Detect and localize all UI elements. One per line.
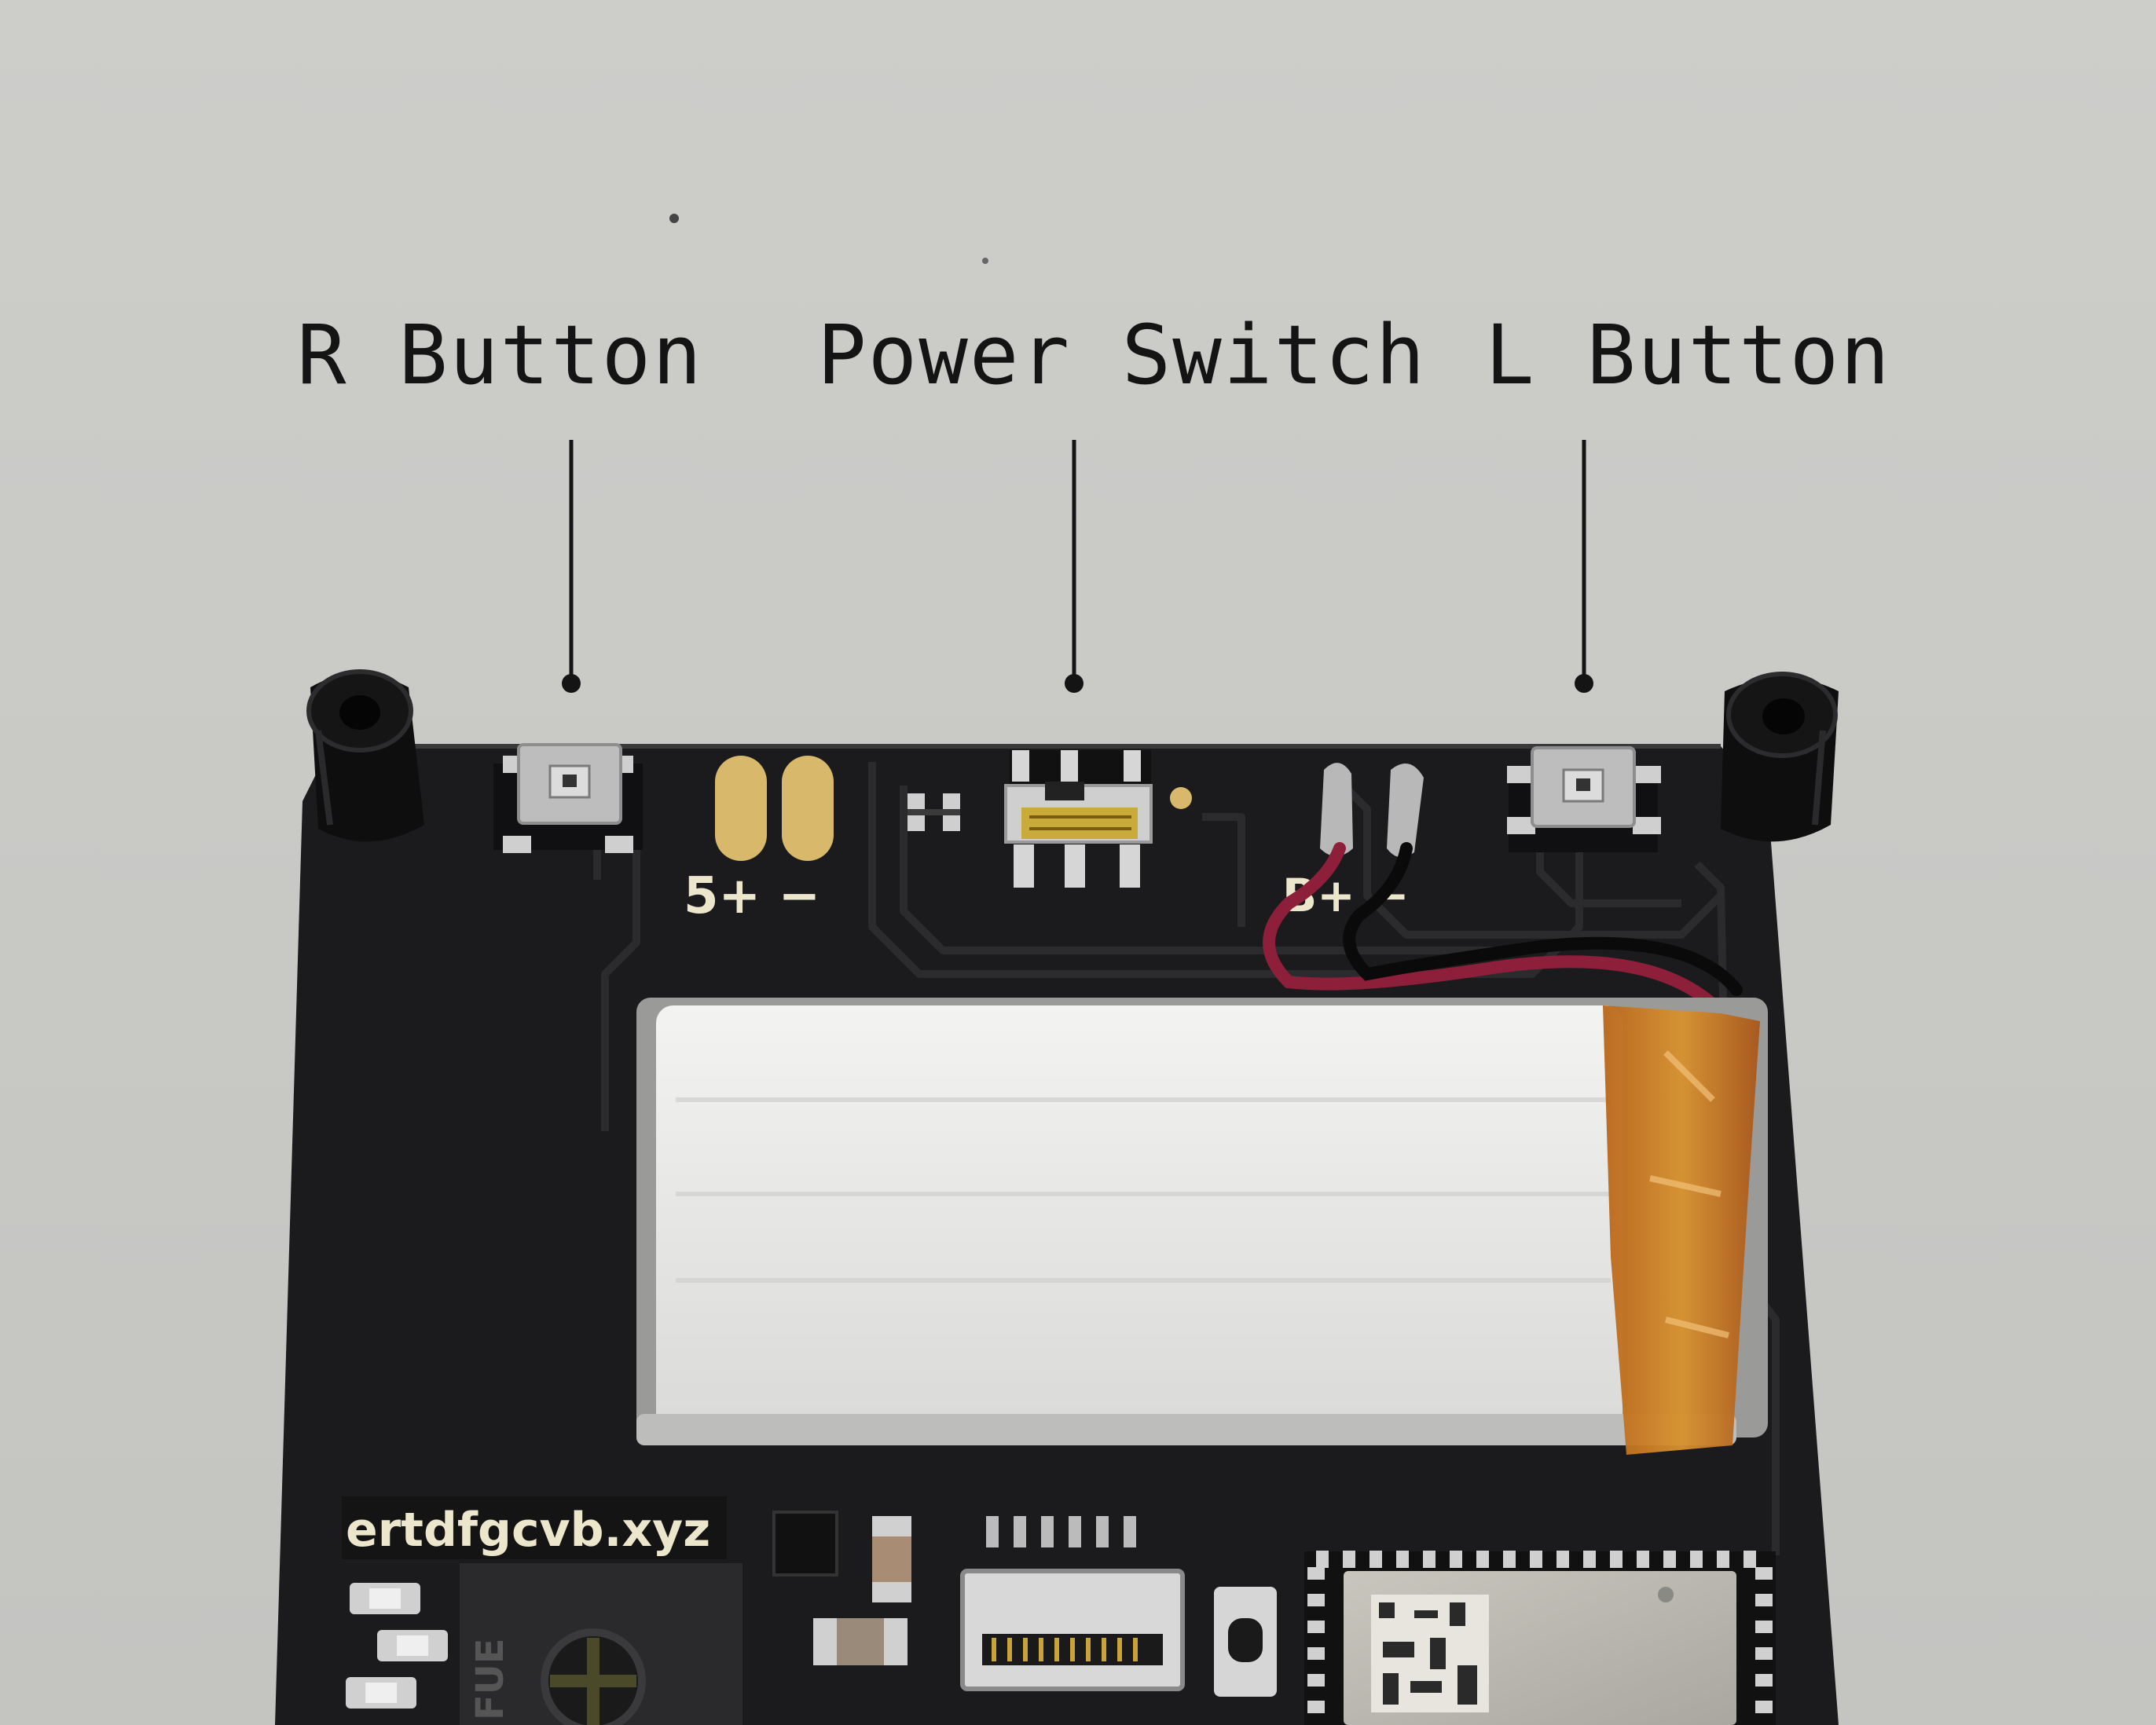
battery-solder-pads — [1320, 763, 1424, 858]
smd-capacitors — [813, 1516, 1136, 1665]
red-wire — [1263, 842, 1747, 1059]
callout-dot-power — [1065, 674, 1084, 693]
wifi-module — [1304, 1551, 1776, 1725]
reset-button — [1214, 1587, 1277, 1697]
flex-connector — [960, 1569, 1185, 1691]
standoff-right — [1721, 672, 1839, 842]
kapton-tape — [1603, 1005, 1760, 1455]
power-pads — [715, 756, 834, 861]
brand-label-box — [342, 1496, 727, 1559]
power-switch — [1004, 750, 1153, 888]
small-chip — [772, 1511, 838, 1577]
power-pads-label: 5+ − — [684, 867, 820, 925]
lipo-battery — [636, 998, 1768, 1455]
callout-dots — [562, 674, 1593, 693]
callout-dot-r — [562, 674, 581, 693]
callout-lines — [569, 440, 1586, 682]
dust-speck — [669, 214, 679, 223]
standoff-left — [306, 669, 424, 842]
l-button — [1507, 746, 1661, 852]
buzzer-text: FUE — [468, 1638, 512, 1720]
r-button-label: R Button — [297, 307, 703, 403]
brand-label: ertdfgcvb.xyz — [346, 1503, 710, 1558]
callout-dot-l — [1575, 674, 1593, 693]
black-wire — [1343, 842, 1743, 996]
fiducial-dot — [1170, 787, 1192, 809]
r-button — [493, 743, 643, 853]
power-switch-label: Power Switch — [817, 307, 1427, 403]
smd-resistors — [908, 793, 960, 831]
l-button-label: L Button — [1485, 307, 1891, 403]
dust-speck — [982, 258, 988, 264]
smd-leds — [346, 1583, 448, 1709]
buzzer: FUE — [460, 1563, 742, 1725]
